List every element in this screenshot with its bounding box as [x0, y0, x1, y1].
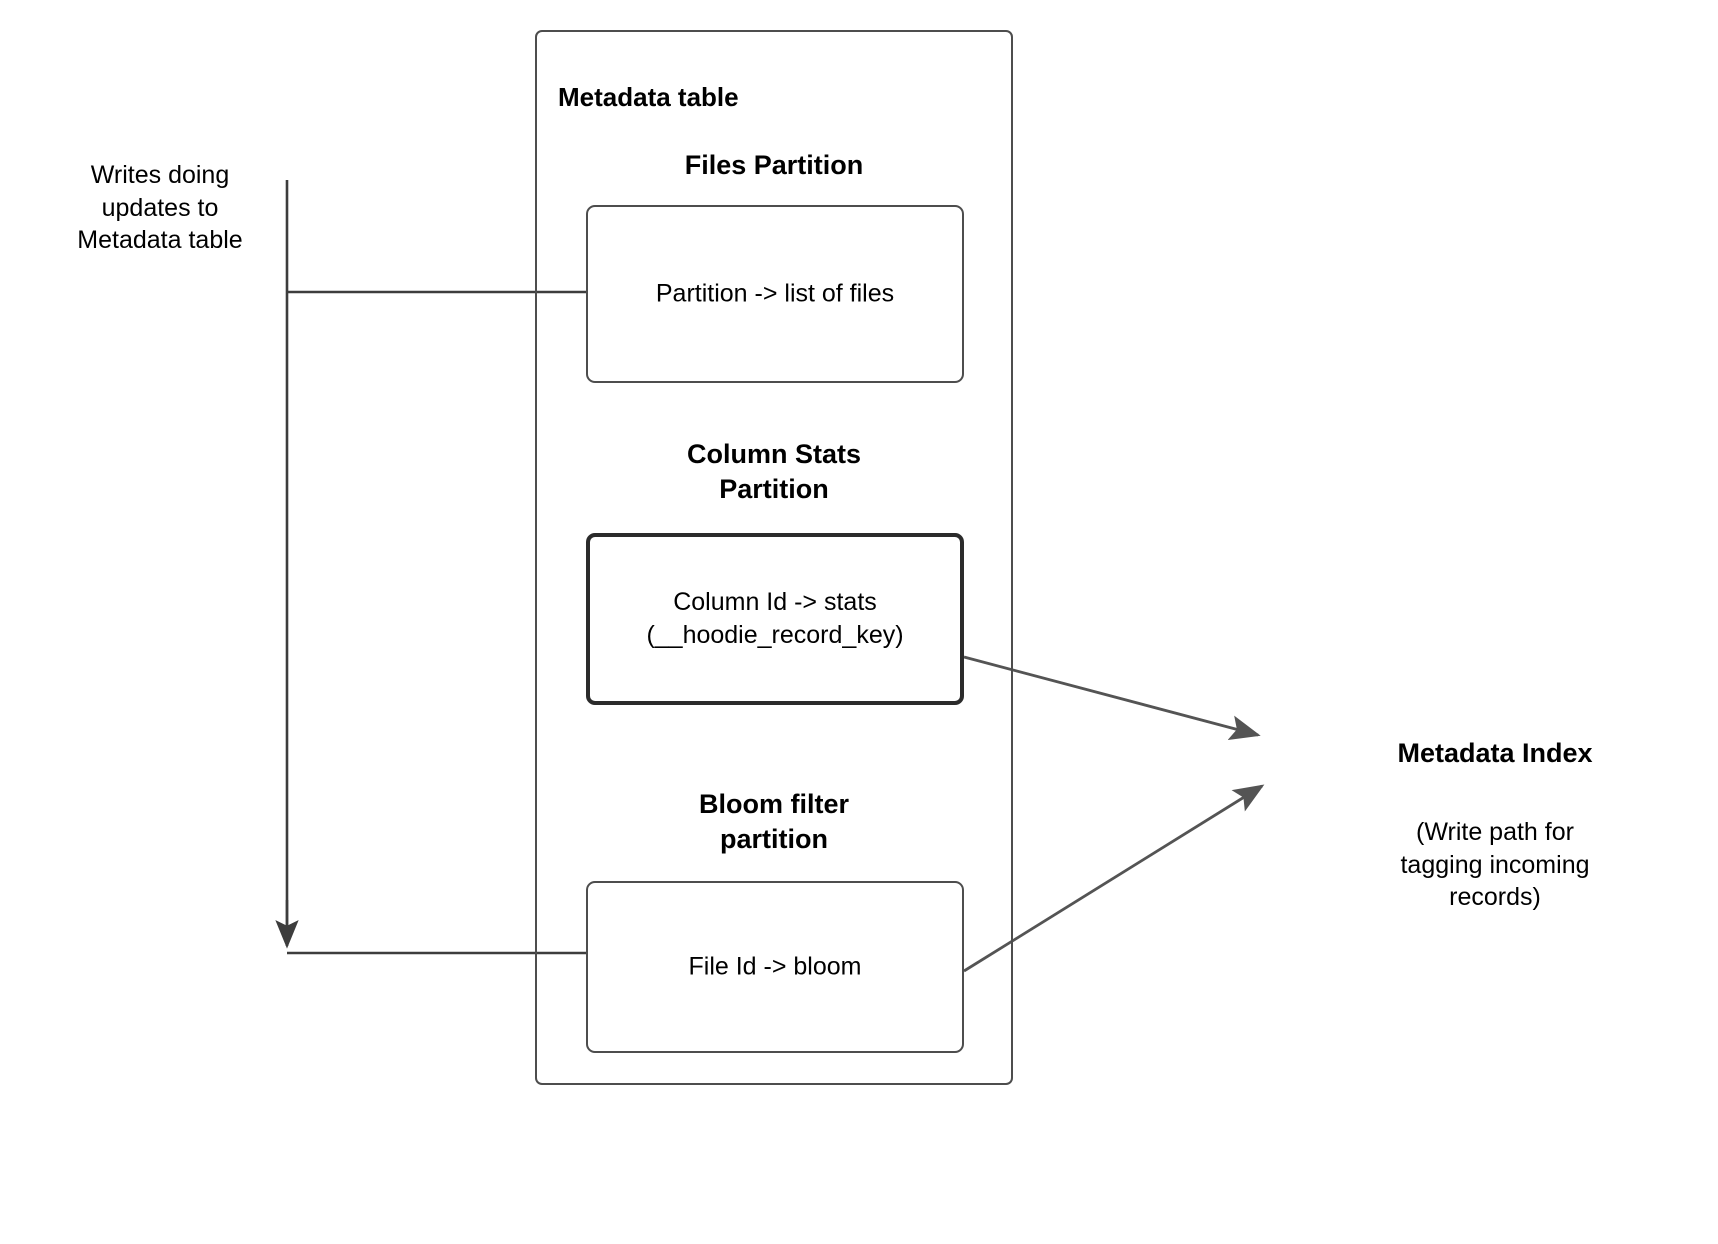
metadata-table-title: Metadata table [558, 82, 739, 112]
bloom-filter-partition-box-label: File Id -> bloom [688, 952, 862, 981]
column-stats-partition-box: Column Id -> stats (__hoodie_record_key) [586, 533, 964, 705]
files-partition-title: Files Partition [684, 150, 864, 180]
writes-doing-updates-label: Writes doing updates to Metadata table [77, 161, 243, 254]
column-stats-partition-title: Column Stats Partition [686, 439, 861, 505]
column-stats-partition-box-label: Column Id -> stats (__hoodie_record_key) [646, 588, 904, 649]
metadata-index-note: (Write path for tagging incoming records… [1400, 818, 1590, 911]
metadata-table-container [535, 30, 1013, 1085]
bloom-filter-partition-box: File Id -> bloom [586, 881, 964, 1053]
files-partition-box-label: Partition -> list of files [655, 279, 895, 308]
metadata-index-title: Metadata Index [1397, 738, 1593, 768]
files-partition-box: Partition -> list of files [586, 205, 964, 383]
bloom-filter-partition-title: Bloom filter partition [698, 789, 849, 855]
